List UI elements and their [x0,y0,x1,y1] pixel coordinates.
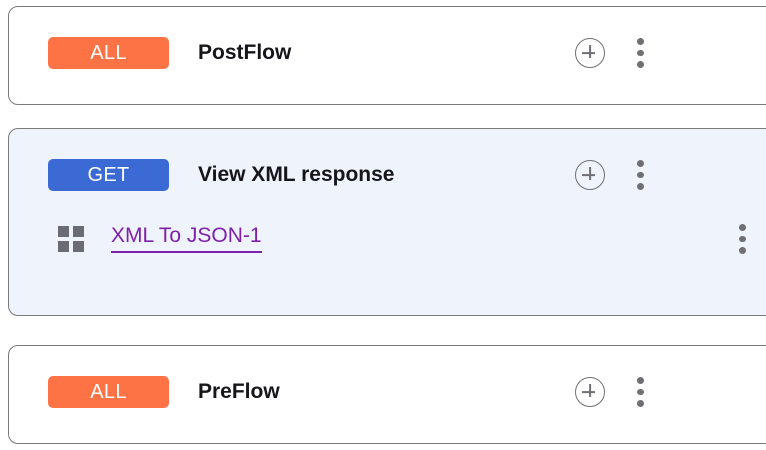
policy-row-actions [707,209,753,269]
flow-row-postflow[interactable]: ALL PostFlow [9,23,766,83]
plus-circle-icon[interactable] [575,38,605,68]
kebab-menu-icon[interactable] [629,377,651,408]
flow-row-actions [575,362,651,422]
flow-card-preflow[interactable]: ALL PreFlow [8,345,766,444]
method-badge-all: ALL [48,37,169,69]
kebab-menu-icon[interactable] [731,224,753,255]
policy-link-xml-to-json-1[interactable]: XML To JSON-1 [111,225,262,253]
flow-card-postflow[interactable]: ALL PostFlow [8,6,766,105]
method-badge-all: ALL [48,376,169,408]
flow-row-actions [575,23,651,83]
plus-circle-icon[interactable] [575,377,605,407]
plus-circle-icon[interactable] [575,160,605,190]
flow-row-preflow[interactable]: ALL PreFlow [9,362,766,422]
flow-row-view-xml-response[interactable]: GET View XML response [9,145,766,205]
flow-card-view-xml-response[interactable]: GET View XML response XML To JSON-1 [8,128,766,316]
grid-policy-icon [58,226,84,252]
flow-row-actions [575,145,651,205]
flow-title-view-xml-response: View XML response [198,163,395,186]
method-badge-get: GET [48,159,169,191]
flow-title-preflow: PreFlow [198,380,280,403]
policy-row-xml-to-json-1[interactable]: XML To JSON-1 [9,209,766,269]
flow-title-postflow: PostFlow [198,41,292,64]
kebab-menu-icon[interactable] [629,160,651,191]
kebab-menu-icon[interactable] [629,38,651,69]
